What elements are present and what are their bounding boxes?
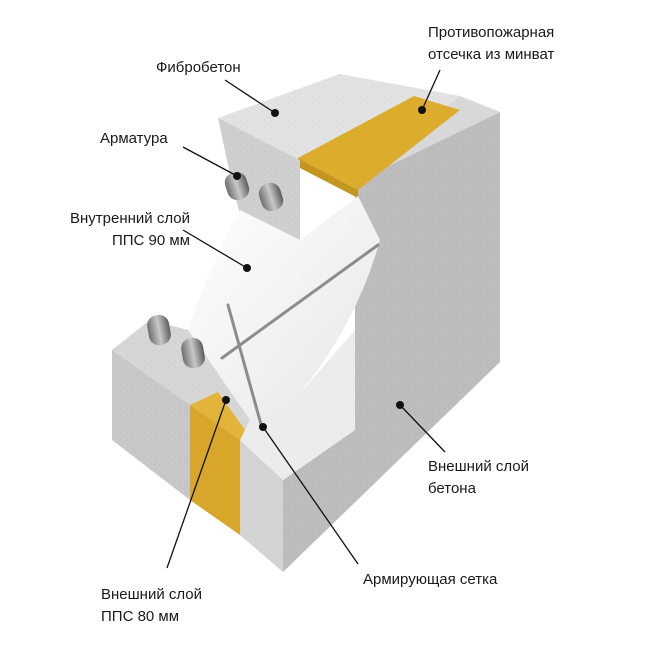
inner-pps-layer (188, 196, 380, 420)
label-outer-concrete: Внешний слой бетона (428, 458, 530, 497)
leader-outer-pps (166, 399, 227, 569)
outer-pps-layer (240, 330, 355, 480)
label-rebar: Арматура (100, 130, 168, 147)
leader-rebar (182, 146, 238, 177)
firebreak-front-strip (190, 392, 245, 440)
leader-mesh (262, 426, 359, 565)
leader-lines (166, 69, 446, 569)
leader-fibroconcrete (224, 79, 276, 114)
label-outer-pps: Внешний слой ППС 80 мм (101, 586, 203, 625)
label-inner-layer: Внутренний слой ППС 90 мм (70, 210, 190, 249)
firebreak-front-face (190, 405, 240, 535)
mesh-rod-horizontal (220, 243, 380, 360)
label-mesh: Армирующая сетка (363, 571, 498, 588)
leader-dots (222, 106, 426, 431)
label-fibroconcrete: Фибробетон (156, 59, 241, 76)
rebar-upper (224, 171, 284, 212)
leader-inner-layer (182, 229, 248, 269)
label-firebreak: Противопожарная отсечка из минват (428, 24, 555, 63)
leader-firebreak (421, 69, 441, 111)
mesh-rod-vertical (226, 303, 264, 430)
outer-concrete-front-face (240, 440, 283, 572)
leader-outer-concrete (399, 404, 446, 453)
rebar-lower (147, 314, 205, 369)
firebreak-top-strip (298, 96, 460, 190)
